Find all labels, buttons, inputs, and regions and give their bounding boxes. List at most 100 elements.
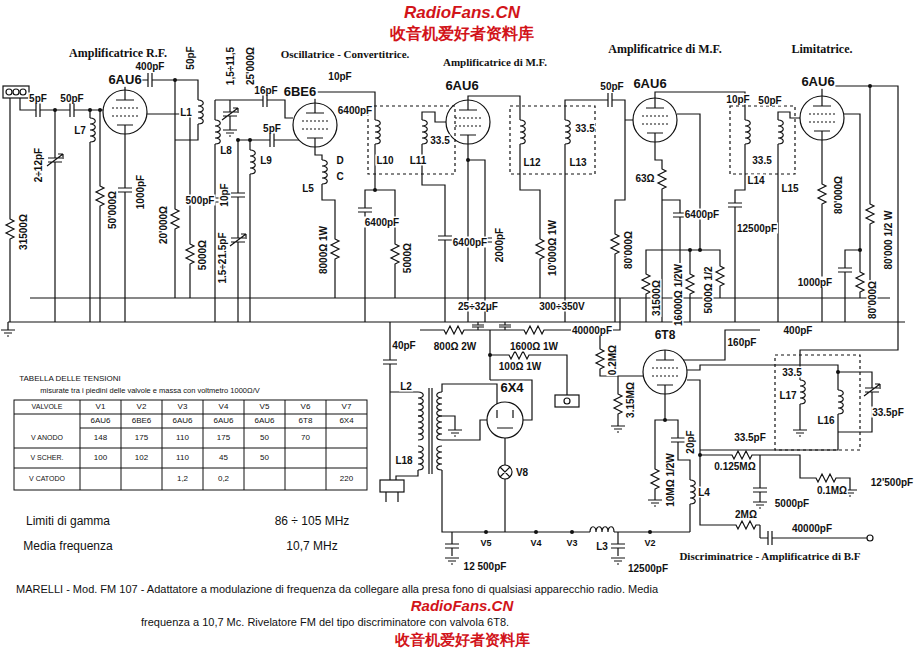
table-cell: 148 (93, 434, 108, 443)
component-value: L14 (746, 175, 765, 186)
component-value: 12500pF (627, 563, 669, 574)
table-cell: 175 (134, 434, 149, 443)
component-value: 20'000Ω (158, 205, 169, 245)
component-value: 2÷12pF (33, 147, 44, 183)
table-cell: 100 (93, 454, 108, 463)
component-value: 12'500pF (870, 477, 914, 488)
component-value: 33.5pF (871, 407, 905, 418)
component-value: 40000pF (571, 325, 613, 336)
caption-text: frequenza a 10,7 Mc. Rivelatore FM del t… (140, 616, 510, 628)
component-value: 400pF (135, 61, 166, 72)
component-value: 33.5 (574, 123, 595, 134)
component-value: 50pF (185, 45, 196, 70)
wiring (1, 73, 905, 564)
component-value: 5pF (262, 123, 282, 134)
component-value: L8 (219, 145, 233, 156)
table-cell: V4 (218, 403, 230, 412)
component-value: 50'000Ω (107, 190, 118, 230)
table-cell: 0,2 (217, 475, 230, 484)
component-value: 12 500pF (463, 561, 508, 572)
component-value: 1.5÷21.5pF (217, 231, 228, 284)
component-value: 10pF (725, 94, 750, 105)
table-cell: VALVOLE (31, 403, 64, 411)
component-value: 33.5pF (733, 432, 767, 443)
table-cell: V5 (259, 403, 271, 412)
component-value: 10MΩ 1/2W (665, 452, 676, 508)
table-cell: 50 (259, 454, 270, 463)
note-text: Media frequenza (22, 540, 113, 553)
section-heading: Oscillatrice - Convertitrice. (280, 48, 411, 60)
component-value: L10 (375, 155, 394, 166)
component-value: V3 (565, 539, 578, 549)
table-cell: V3 (177, 403, 189, 412)
component-value: 33.5 (429, 135, 450, 146)
component-value: 300÷350V (538, 301, 586, 312)
component-value: L3 (595, 541, 609, 552)
component-value: 31500Ω (651, 279, 662, 317)
component-value: 3.15MΩ (625, 381, 636, 419)
component-value: L4 (697, 487, 711, 498)
component-value: 40pF (391, 340, 416, 351)
component-value: C (335, 171, 344, 182)
table-cell: 6T8 (298, 417, 314, 426)
table-cell: V6 (300, 403, 312, 412)
table-cell: 45 (218, 454, 229, 463)
component-value: 5000Ω (402, 242, 413, 274)
table-cell: 110 (175, 434, 190, 443)
component-value: 80'000 1/2 W (883, 209, 894, 270)
component-value: 5000Ω 1/2 (703, 266, 714, 315)
component-value: 0.2MΩ (607, 344, 618, 376)
component-value: 5000pF (774, 498, 810, 509)
component-value: L11 (409, 155, 428, 166)
component-value: 10pF (327, 71, 352, 82)
component-value: 80'000Ω (867, 280, 878, 320)
component-value: 1,5÷11,5 (225, 46, 236, 86)
section-heading: Amplificatrice di M.F. (442, 56, 548, 68)
tube-type: 6AU6 (107, 73, 142, 87)
component-value: 1600Ω 1W (509, 341, 559, 352)
table-cell: V SCHER. (29, 454, 64, 462)
table-cell: V ANODO (30, 434, 64, 442)
note-text: 10,7 MHz (285, 540, 338, 553)
tube-type: 6AU6 (632, 77, 667, 91)
component-value: 1000pF (135, 174, 146, 210)
component-value: 20pF (685, 429, 696, 454)
component-value: L7 (73, 125, 87, 136)
component-value: 2000pF (494, 227, 505, 263)
component-value: L13 (568, 157, 587, 168)
tube-type: 6AU6 (800, 75, 835, 89)
component-value: 50pF (599, 81, 624, 92)
component-value: 400pF (783, 325, 814, 336)
component-value: L1 (179, 107, 193, 118)
component-value: L12 (522, 157, 541, 168)
table-cell: 1,2 (176, 475, 189, 484)
table-cell: V7 (341, 403, 353, 412)
component-value: V2 (643, 539, 656, 549)
component-value: 160pF (727, 337, 758, 348)
table-cell: 50 (259, 434, 270, 443)
note-text: 86 ÷ 105 MHz (274, 515, 351, 528)
tube-type: 6AU6 (444, 79, 479, 93)
component-value: 6400pF (337, 105, 373, 116)
component-value: L16 (816, 415, 835, 426)
component-value: 16000Ω 1/2W (673, 263, 684, 327)
component-value: 25÷32μF (457, 301, 499, 312)
table-cell: 220 (339, 475, 354, 484)
component-value: 31500Ω (18, 213, 29, 251)
component-value: 33.5 (781, 367, 802, 378)
component-value: 12500pF (736, 223, 778, 234)
component-value: L5 (301, 183, 315, 194)
component-value: V4 (529, 539, 542, 549)
component-value: 80'000Ω (833, 175, 844, 215)
table-cell: 6AU6 (212, 417, 234, 426)
table-cell: V CATODO (28, 475, 66, 483)
component-value: V8 (515, 467, 529, 478)
tube-type: 6X4 (499, 381, 524, 395)
watermark: RadioFans.CN (403, 4, 521, 23)
table-cell: 6AU6 (253, 417, 275, 426)
component-value: 100Ω 1W (498, 361, 542, 372)
component-value: 8000Ω 1W (318, 225, 329, 275)
tube-type: 6T8 (654, 329, 677, 342)
watermark: RadioFans.CN (410, 598, 515, 615)
